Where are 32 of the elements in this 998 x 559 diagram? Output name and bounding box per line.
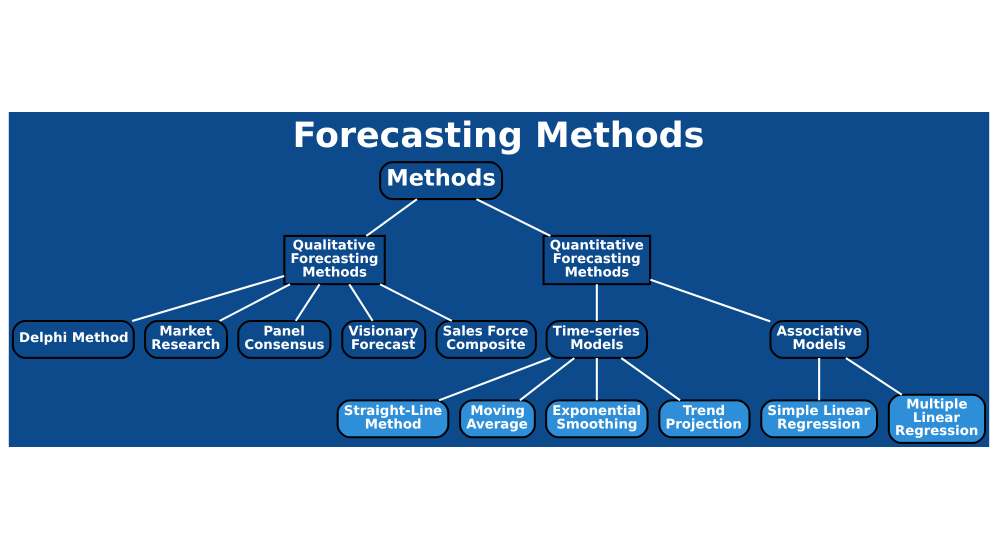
connector	[620, 357, 681, 402]
connector	[596, 284, 598, 321]
connector	[845, 357, 902, 396]
connector	[476, 198, 551, 237]
node-box: Multiple Linear Regression	[888, 394, 986, 444]
node-box: Straight-Line Method	[336, 399, 450, 438]
node-box: Simple Linear Regression	[760, 399, 878, 438]
node-box: Trend Projection	[658, 399, 750, 438]
connector	[380, 283, 452, 322]
connector	[132, 275, 284, 322]
connector	[294, 284, 320, 322]
node-box: Delphi Method	[12, 320, 135, 359]
connector	[818, 358, 820, 400]
node-box: Exponential Smoothing	[545, 399, 649, 438]
node-box: Visionary Forecast	[341, 320, 426, 359]
node-box: Market Research	[144, 320, 228, 359]
connector	[650, 278, 771, 322]
node-box: Quantitative Forecasting Methods	[542, 234, 652, 286]
node-box: Associative Models	[769, 320, 869, 359]
diagram-title: Forecasting Methods	[292, 116, 704, 156]
connector	[348, 284, 374, 322]
connector	[438, 357, 551, 402]
connector	[219, 283, 290, 322]
node-box: Panel Consensus	[237, 320, 332, 359]
node-box: Methods	[379, 161, 504, 200]
node-box: Time-series Models	[546, 320, 648, 359]
connector	[519, 357, 575, 402]
connector	[366, 198, 418, 237]
connector	[596, 358, 598, 400]
node-box: Qualitative Forecasting Methods	[283, 234, 386, 286]
node-box: Moving Average	[459, 399, 536, 438]
node-box: Sales Force Composite	[435, 320, 537, 359]
